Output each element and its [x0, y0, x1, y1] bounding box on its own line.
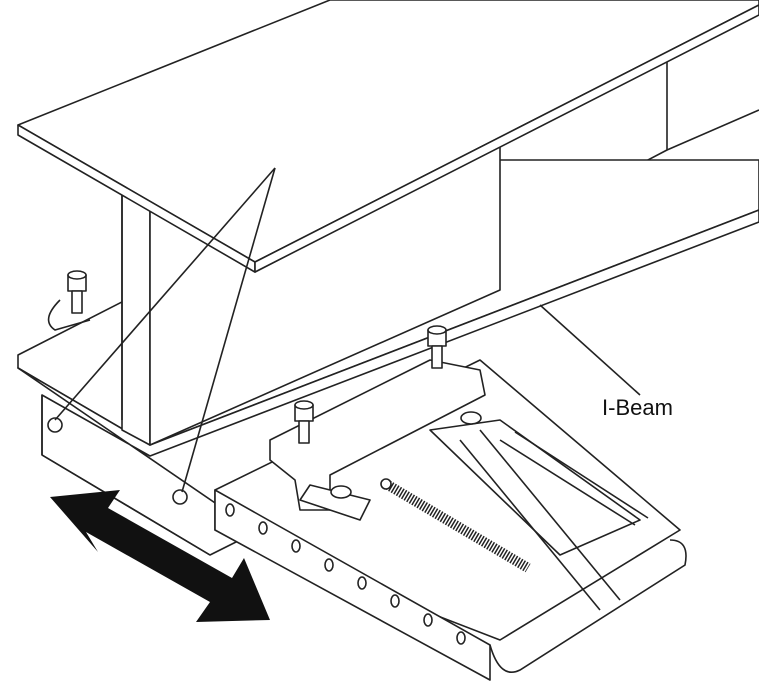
double-arrow-icon	[50, 490, 270, 622]
bolt	[294, 400, 314, 444]
set-screw	[47, 417, 63, 433]
bolts	[47, 270, 482, 505]
threaded-rod	[380, 478, 531, 573]
bolt	[67, 270, 87, 314]
bracket-holes	[225, 503, 466, 645]
top-flange	[17, 0, 759, 273]
i-beam-label: I-Beam	[602, 395, 673, 420]
bolt	[330, 411, 482, 499]
set-screw	[172, 489, 188, 505]
leader-lines	[54, 167, 641, 493]
clamp-plate	[269, 359, 486, 521]
beam-web-front	[121, 144, 501, 446]
bolt	[427, 325, 447, 369]
